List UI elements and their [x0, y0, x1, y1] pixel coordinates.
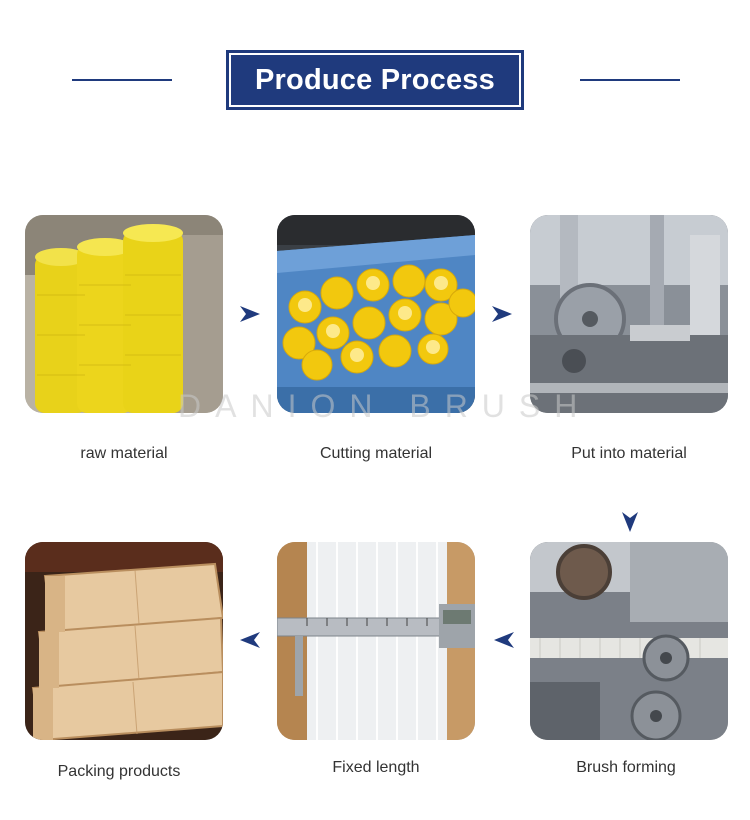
packing-products-photo: [25, 542, 223, 740]
step-image-fixed-length: [277, 542, 475, 740]
raw-material-photo: [25, 215, 223, 413]
step-image-put-into-material: [530, 215, 728, 413]
section-title-box: Produce Process: [226, 50, 524, 110]
step-image-packing-products: [25, 542, 223, 740]
step-image-brush-forming: [530, 542, 728, 740]
step-caption: Fixed length: [332, 759, 420, 776]
step-caption: raw material: [80, 445, 168, 462]
arrow-left-icon: [240, 632, 260, 648]
fixed-length-photo: [277, 542, 475, 740]
section-title: Produce Process: [255, 63, 495, 96]
section-title-frame: Produce Process: [229, 53, 521, 107]
arrow-left-icon: [494, 632, 514, 648]
arrow-right-icon: [492, 306, 512, 322]
title-divider-right: [580, 79, 680, 81]
step-caption: Put into material: [571, 445, 687, 462]
put-into-material-photo: [530, 215, 728, 413]
arrow-right-icon: [240, 306, 260, 322]
cutting-material-photo: [277, 215, 475, 413]
title-divider-left: [72, 79, 172, 81]
step-caption: Brush forming: [576, 759, 676, 776]
brush-forming-photo: [530, 542, 728, 740]
watermark-text: DANION BRUSH: [178, 388, 592, 424]
step-caption: Packing products: [57, 763, 181, 780]
step-image-cutting-material: [277, 215, 475, 413]
arrow-down-icon: [622, 512, 638, 532]
step-caption: Cutting material: [319, 445, 433, 462]
step-image-raw-material: [25, 215, 223, 413]
